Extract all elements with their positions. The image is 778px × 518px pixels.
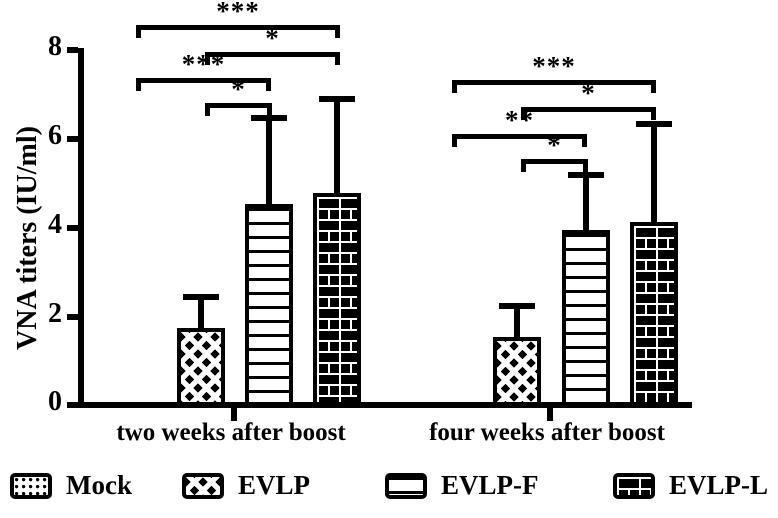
y-tick-2 (67, 314, 78, 320)
sig-bracket-g1-4 (205, 103, 272, 116)
x-tick-group-2 (547, 408, 553, 421)
sig-bracket-g2-2 (521, 107, 656, 120)
legend-label-evlp: EVLP (238, 470, 311, 500)
y-tick-label-8: 8 (48, 31, 62, 62)
legend-item-mock[interactable]: Mock (10, 470, 132, 501)
x-tick-group-1 (231, 408, 237, 421)
sig-bracket-g2-3 (452, 134, 587, 147)
y-tick-label-6: 6 (48, 120, 62, 151)
bar-g2-evlp-f (562, 230, 610, 406)
bar-g1-evlp (177, 328, 225, 406)
error-cap-g1-evlp-f (251, 115, 287, 121)
error-stem-g2-evlp-f (583, 172, 589, 232)
chart-legend: Mock EVLP EVLP-F EVLP-L (0, 470, 778, 518)
sig-bracket-g2-4 (521, 159, 588, 172)
sig-label-g2-4: * (547, 130, 562, 160)
y-tick-8 (67, 47, 78, 53)
sig-label-g1-1: *** (216, 0, 260, 26)
sig-label-g1-4: * (231, 74, 246, 104)
error-cap-g2-evlp-f (568, 172, 604, 178)
y-tick-label-4: 4 (48, 209, 62, 240)
y-tick-label-2: 2 (48, 298, 62, 329)
x-axis-label-group-2: four weeks after boost (429, 419, 665, 446)
evlp-f-swatch-icon (385, 472, 427, 499)
bar-g2-evlp-l (630, 222, 678, 406)
bar-g2-evlp (493, 337, 541, 406)
sig-bracket-g1-2 (205, 52, 340, 65)
evlp-l-swatch-icon (613, 472, 655, 499)
y-tick-label-0: 0 (48, 386, 62, 417)
evlp-swatch-icon (182, 472, 224, 499)
error-cap-g2-evlp-l (636, 121, 672, 127)
y-axis-line (78, 48, 84, 408)
mock-swatch-icon (10, 472, 52, 499)
error-stem-g1-evlp-l (334, 96, 340, 196)
sig-bracket-g1-3 (136, 78, 271, 91)
error-cap-g1-evlp-l (319, 96, 355, 102)
error-stem-g1-evlp-f (266, 115, 272, 207)
error-stem-g1-evlp (198, 294, 204, 330)
bar-g1-evlp-f (245, 204, 293, 406)
y-tick-4 (67, 225, 78, 231)
legend-label-evlp-f: EVLP-F (441, 470, 539, 500)
sig-label-g1-2: * (265, 23, 280, 53)
legend-label-evlp-l: EVLP-L (669, 470, 769, 500)
y-tick-0 (67, 402, 78, 408)
sig-label-g1-3: *** (181, 49, 226, 79)
error-stem-g2-evlp-l (651, 121, 657, 224)
error-cap-g1-evlp (183, 294, 219, 300)
legend-label-mock: Mock (66, 470, 132, 500)
sig-label-g2-1: *** (532, 51, 576, 81)
sig-label-g2-3: ** (505, 105, 534, 135)
error-stem-g2-evlp (514, 303, 520, 339)
y-tick-6 (67, 136, 78, 142)
legend-item-evlp-f[interactable]: EVLP-F (385, 470, 539, 501)
sig-bracket-g2-1 (452, 80, 656, 93)
legend-item-evlp-l[interactable]: EVLP-L (613, 470, 768, 501)
x-axis-line (78, 402, 692, 408)
sig-bracket-g1-1 (136, 25, 340, 38)
legend-item-evlp[interactable]: EVLP (182, 470, 310, 501)
x-axis-label-group-1: two weeks after boost (116, 419, 346, 446)
error-cap-g2-evlp (499, 303, 535, 309)
bar-g1-evlp-l (313, 193, 361, 406)
sig-label-g2-2: * (581, 78, 596, 108)
